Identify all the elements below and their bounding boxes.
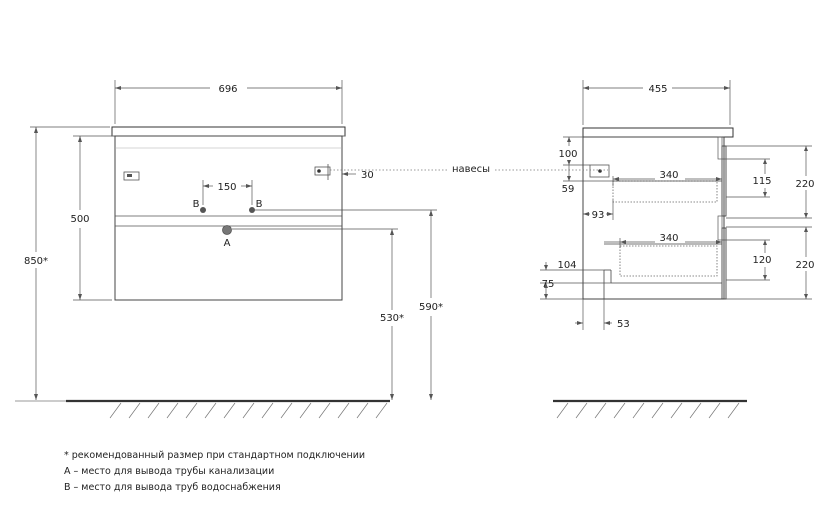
hinges-label: навесы — [452, 164, 490, 175]
front-cabinet-body — [114, 135, 343, 301]
supply-point-left — [200, 207, 206, 213]
bottom-gap-label: 75 — [542, 279, 555, 290]
supply-label-right: B — [256, 199, 263, 210]
plinth-offset-label: 53 — [617, 319, 630, 330]
side-hinge — [589, 164, 610, 178]
side-arrows — [544, 86, 808, 325]
upper-front-height-label: 220 — [795, 179, 814, 190]
floor-hatch-mark — [727, 402, 740, 419]
top-offset-label: 100 — [558, 149, 577, 160]
floor-hatch-mark — [318, 402, 331, 419]
floor-hatch-mark — [613, 402, 626, 419]
floor-hatch-mark — [689, 402, 702, 419]
drawer-depth-lower-label: 340 — [659, 233, 678, 244]
floor-hatch-mark — [128, 402, 141, 419]
side-offset-label: 93 — [592, 210, 605, 221]
floor-hatch-mark — [375, 402, 388, 419]
front-cabinet-height-label: 500 — [70, 214, 89, 225]
side-view — [582, 127, 734, 300]
front-dimensions — [30, 80, 437, 400]
drain-label: A — [224, 238, 231, 249]
bottom-offset-label: 104 — [557, 260, 576, 271]
floor-hatch-mark — [185, 402, 198, 419]
supply-point-right — [249, 207, 255, 213]
drawer-depth-upper-label: 340 — [659, 170, 678, 181]
side-drawer-lower — [619, 245, 718, 277]
floor-hatch-mark — [651, 402, 664, 419]
note-recommended-size: * рекомендованный размер при стандартном… — [64, 450, 366, 461]
floor-hatch-mark — [204, 402, 217, 419]
note-supply-point: В – место для вывода труб водоснабжения — [64, 482, 281, 493]
floor-hatch-mark — [594, 402, 607, 419]
side-countertop — [582, 127, 734, 138]
lower-front-height-label: 220 — [795, 260, 814, 271]
hinge-offset-label: 30 — [361, 170, 374, 181]
floor-hatch-mark — [109, 402, 122, 419]
front-arrows — [34, 86, 433, 400]
supply-height-label: 590* — [419, 302, 443, 313]
drain-height-label: 530* — [380, 313, 404, 324]
front-width-label: 696 — [218, 84, 237, 95]
upper-rail-label: 115 — [752, 176, 771, 187]
floor-hatch-mark — [261, 402, 274, 419]
floor-hatch-mark — [166, 402, 179, 419]
front-view — [111, 126, 346, 301]
inner-offset-label: 59 — [562, 184, 575, 195]
floor-right — [553, 399, 747, 419]
side-dimensions — [540, 80, 812, 330]
side-depth-label: 455 — [648, 84, 667, 95]
floor-hatch-mark — [632, 402, 645, 419]
floor-hatch-mark — [337, 402, 350, 419]
front-total-height-label: 850* — [24, 256, 48, 267]
lower-rail-label: 120 — [752, 255, 771, 266]
floor-hatch-mark — [242, 402, 255, 419]
side-front-lower — [721, 227, 727, 300]
floor-hatch-mark — [575, 402, 588, 419]
floor-hatch-mark — [356, 402, 369, 419]
front-countertop — [111, 126, 346, 137]
side-cabinet-body — [582, 136, 725, 300]
front-hinge-right — [314, 164, 331, 180]
supply-label-left: B — [193, 199, 200, 210]
note-drain-point: А – место для вывода трубы канализации — [64, 466, 275, 477]
pipe-spacing-label: 150 — [217, 182, 236, 193]
floor-hatch-mark — [147, 402, 160, 419]
floor-hatch-mark — [670, 402, 683, 419]
side-drawer-upper — [612, 180, 718, 203]
floor-hatch-mark — [223, 402, 236, 419]
front-hinge-left — [123, 171, 140, 181]
floor-hatch-mark — [299, 402, 312, 419]
floor-hatch-mark — [708, 402, 721, 419]
floor-left — [15, 399, 390, 419]
floor-hatch-mark — [556, 402, 569, 419]
floor-hatch-mark — [280, 402, 293, 419]
drain-point — [222, 225, 232, 235]
